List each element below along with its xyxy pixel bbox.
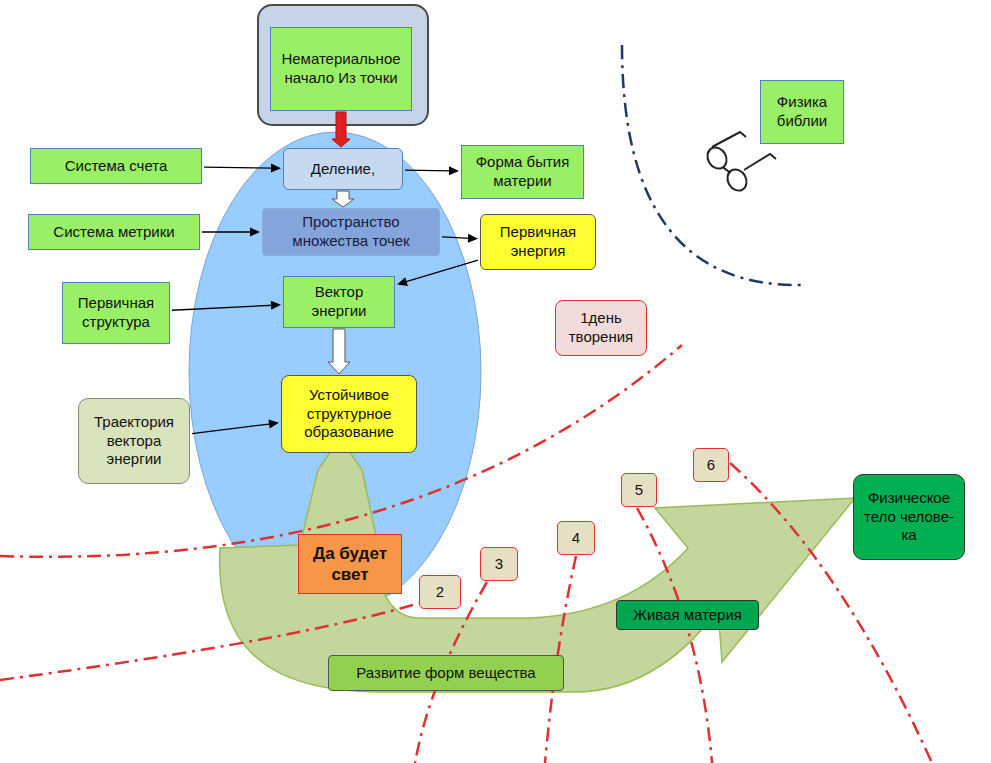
node-text: Физическое тело челове- ка [859, 489, 959, 545]
connector [332, 112, 350, 147]
input-box: Система метрики [28, 214, 200, 250]
connector [328, 329, 350, 374]
result-box: Устойчивое структурное образование [281, 375, 417, 453]
node-text: Нематериальное начало Из точки [276, 50, 406, 88]
outer-frame [258, 5, 428, 125]
connector [202, 228, 260, 237]
callout-number: 6 [693, 448, 729, 482]
connector [192, 420, 279, 434]
node-text: Пространство множества точек [268, 213, 434, 251]
connector [204, 164, 281, 173]
day-box: 1день творения [555, 300, 647, 356]
node-text: 6 [707, 456, 715, 475]
callout-number: 2 [419, 575, 461, 609]
day-border [637, 508, 712, 763]
process-box: Деление, [283, 148, 403, 190]
input-box: Траектория вектора энергии [78, 398, 190, 484]
light-box: Да будет свет [298, 534, 402, 594]
node-text: Развитие форм вещества [356, 664, 535, 683]
node-text: 5 [635, 481, 643, 500]
node-text: Форма бытия материи [467, 153, 578, 191]
process-box: Пространство множества точек [262, 208, 440, 256]
node-text: Система метрики [53, 223, 174, 242]
energy-box: Первичная энергия [480, 214, 596, 270]
node-text: Вектор энергии [289, 283, 389, 321]
label-box: Живая материя [616, 600, 759, 630]
node-text: 3 [495, 555, 503, 574]
callout-number: 3 [480, 547, 518, 581]
node-text: Да будет свет [304, 543, 396, 586]
goal-box: Физическое тело челове- ка [853, 474, 965, 560]
output-box: Форма бытия материи [461, 145, 584, 199]
connector [332, 191, 354, 207]
node-text: Первичная энергия [486, 223, 590, 261]
node-text: Живая материя [633, 606, 742, 625]
title-box: Физика библии [760, 80, 844, 144]
input-box: Первичная структура [62, 282, 170, 344]
node-text: Первичная структура [68, 294, 164, 332]
day-border [0, 345, 682, 557]
connector [397, 260, 478, 286]
development-arrow [220, 438, 855, 692]
node-text: Устойчивое структурное образование [287, 386, 411, 442]
node-text: Траектория вектора энергии [84, 413, 184, 469]
node-text: Система счета [65, 157, 168, 176]
callout-number: 5 [621, 473, 657, 507]
node-text: 1день творения [561, 309, 641, 347]
label-box: Развитие форм вещества [328, 655, 564, 691]
blue-ellipse [189, 132, 481, 612]
input-box: Система счета [30, 148, 202, 184]
connector [442, 234, 478, 243]
process-box: Вектор энергии [283, 276, 395, 328]
node-text: 4 [572, 529, 580, 548]
origin-box: Нематериальное начало Из точки [270, 27, 412, 111]
node-text: Деление, [311, 160, 375, 179]
connector [405, 166, 459, 175]
node-text: 2 [436, 583, 444, 602]
node-text: Физика библии [766, 93, 838, 131]
connector [172, 301, 281, 310]
callout-number: 4 [557, 521, 595, 555]
